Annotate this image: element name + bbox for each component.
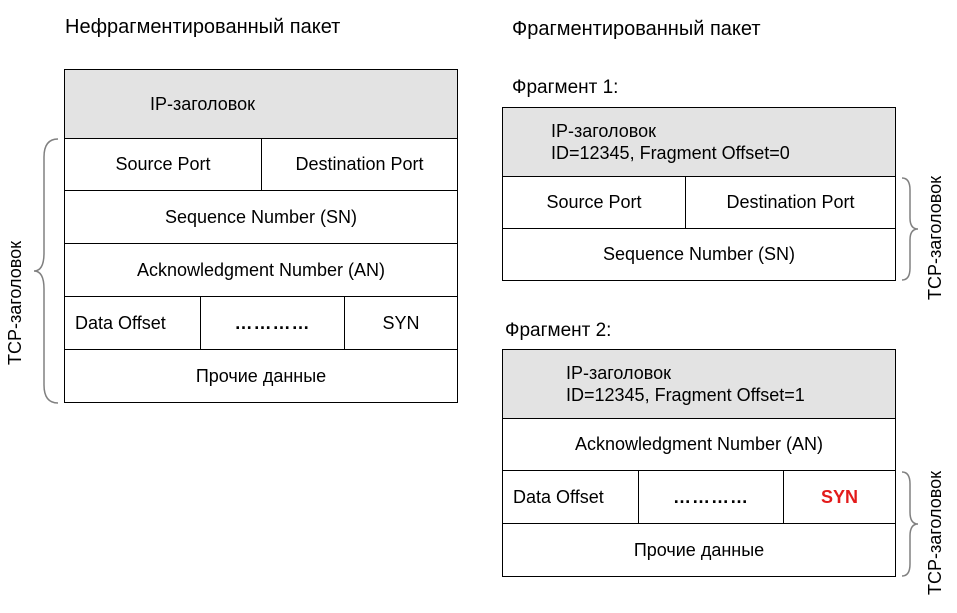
fragment-1-destination-port-text: Destination Port	[726, 192, 855, 212]
fragment-1-sequence-number-text: Sequence Number (SN)	[602, 244, 796, 264]
syn-text: SYN	[382, 312, 420, 333]
ip-header-text: IP-заголовок	[150, 93, 256, 114]
fragment-1-ip-header-cell: IP-заголовок ID=12345, Fragment Offset=0	[502, 107, 896, 177]
fragment-2-syn-cell: SYN	[783, 470, 896, 524]
other-data-text: Прочие данные	[195, 365, 327, 386]
tcp-header-label-left: TCP-заголовок	[5, 240, 25, 365]
data-offset-cell: Data Offset	[64, 296, 201, 350]
fragment-2-label: Фрагмент 2:	[505, 320, 612, 341]
tcp-header-brace-left	[33, 138, 59, 404]
other-data-cell: Прочие данные	[64, 349, 458, 403]
ellipsis-text: …………	[234, 312, 311, 333]
source-port-text: Source Port	[115, 154, 211, 174]
fragment-1-sequence-number-cell: Sequence Number (SN)	[502, 228, 896, 281]
fragment-2-ellipsis-text: …………	[673, 486, 749, 507]
ack-number-text: Acknowledgment Number (AN)	[136, 259, 386, 280]
destination-port-cell: Destination Port	[261, 138, 458, 191]
fragment-2-data-offset-cell: Data Offset	[502, 470, 639, 524]
fragment-2-other-data-cell: Прочие данные	[502, 523, 896, 577]
fragment-2-ip-info-text: ID=12345, Fragment Offset=1	[566, 385, 805, 405]
fragment-1-ip-info-text: ID=12345, Fragment Offset=0	[551, 143, 790, 163]
fragmented-title: Фрагментированный пакет	[512, 18, 761, 40]
tcp-header-label-fragment-1: TCP-заголовок	[925, 175, 945, 300]
fragment-2-ack-number-cell: Acknowledgment Number (AN)	[502, 418, 896, 471]
tcp-header-brace-fragment-2	[901, 471, 919, 577]
fragment-1-label: Фрагмент 1:	[512, 77, 619, 98]
fragment-1-ip-header-text: IP-заголовок	[551, 121, 657, 141]
unfragmented-title: Нефрагментированный пакет	[65, 16, 341, 38]
fragment-2-reserved-cell: …………	[638, 470, 784, 524]
source-port-cell: Source Port	[64, 138, 262, 191]
fragment-2-ack-number-text: Acknowledgment Number (AN)	[574, 434, 824, 454]
sequence-number-text: Sequence Number (SN)	[164, 206, 358, 227]
fragment-1-destination-port-cell: Destination Port	[685, 176, 896, 229]
tcp-header-label-fragment-2: TCP-заголовок	[925, 470, 945, 595]
syn-cell: SYN	[344, 296, 458, 350]
destination-port-text: Destination Port	[295, 154, 424, 174]
fragment-2-ip-header-cell: IP-заголовок ID=12345, Fragment Offset=1	[502, 349, 896, 419]
sequence-number-cell: Sequence Number (SN)	[64, 190, 458, 244]
ip-header-cell: IP-заголовок	[64, 69, 458, 139]
fragment-2-other-data-text: Прочие данные	[633, 539, 765, 560]
tcp-header-brace-fragment-1	[901, 177, 919, 281]
fragment-2-syn-text: SYN	[820, 486, 858, 507]
data-offset-text: Data Offset	[75, 312, 166, 333]
reserved-cell: …………	[200, 296, 345, 350]
fragment-2-data-offset-text: Data Offset	[513, 486, 604, 507]
fragment-2-ip-header-text: IP-заголовок	[566, 363, 672, 383]
fragment-1-source-port-cell: Source Port	[502, 176, 686, 229]
ack-number-cell: Acknowledgment Number (AN)	[64, 243, 458, 297]
fragment-1-source-port-text: Source Port	[546, 192, 642, 212]
